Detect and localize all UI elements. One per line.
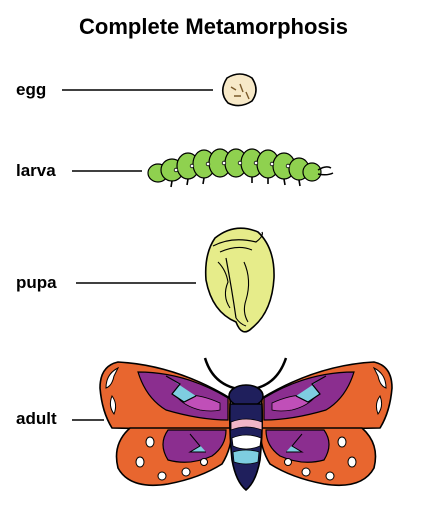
chrysalis-icon (204, 227, 275, 333)
moth-icon (99, 357, 393, 492)
stage-label-adult: adult (16, 409, 57, 428)
stage-label-egg: egg (16, 80, 47, 99)
egg-icon (221, 73, 257, 107)
diagram-title: Complete Metamorphosis (79, 14, 348, 39)
caterpillar-icon (147, 148, 334, 188)
stage-label-pupa: pupa (16, 273, 57, 292)
stage-label-larva: larva (16, 161, 56, 180)
